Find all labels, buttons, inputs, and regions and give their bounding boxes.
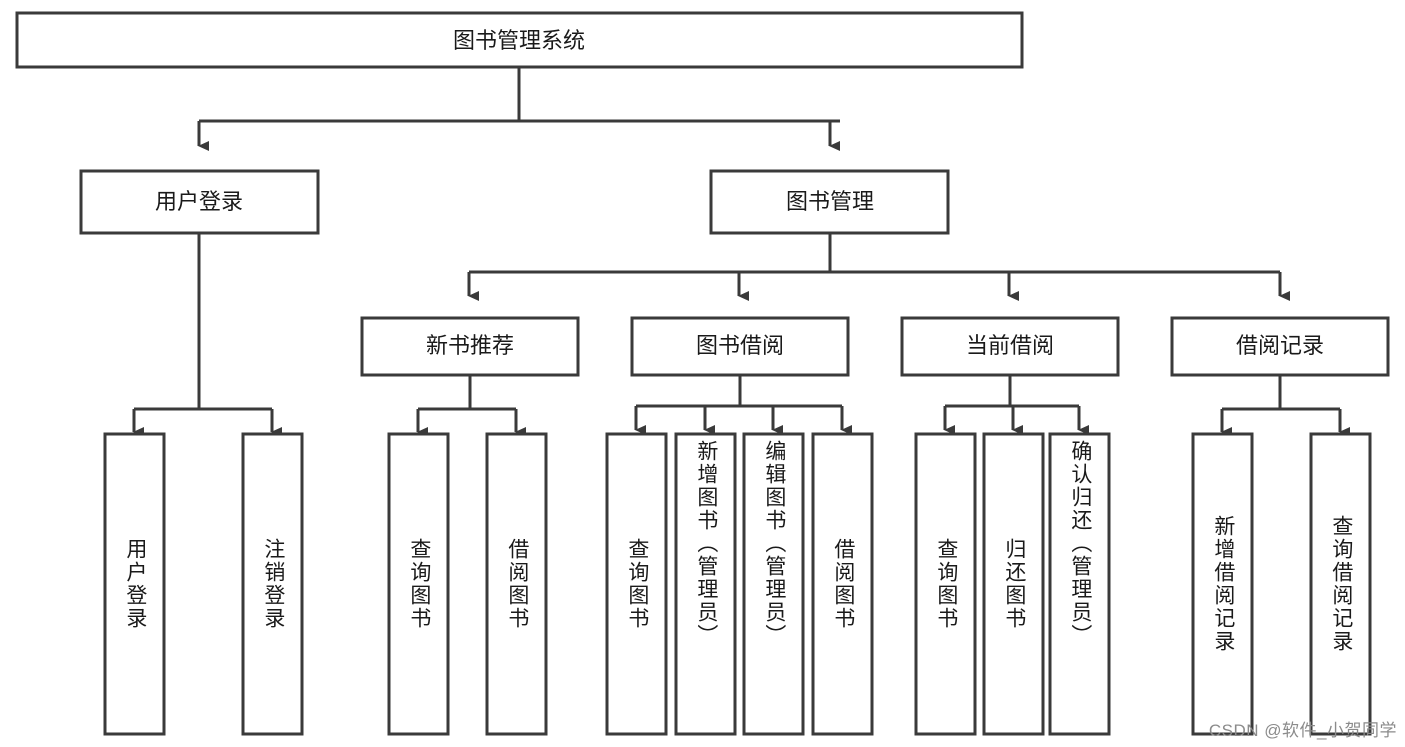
node-user-login-label: 用户登录: [155, 189, 243, 214]
node-borrow-record[interactable]: 借阅记录: [1170, 316, 1390, 377]
node-book-borrow-label: 图书借阅: [696, 333, 784, 358]
leaf-box-book-borrow-0[interactable]: [605, 432, 668, 736]
node-current-borrow-label: 当前借阅: [966, 333, 1054, 358]
node-new-book-recommend[interactable]: 新书推荐: [360, 316, 580, 377]
node-root-label: 图书管理系统: [453, 28, 585, 53]
node-user-login[interactable]: 用户登录: [79, 169, 320, 235]
connector-root-to-level2: [197, 67, 840, 151]
leaf-box-user-login-1[interactable]: [241, 432, 304, 736]
csdn-watermark: CSDN @软件_小贺同学: [1208, 721, 1397, 740]
leaf-box-current-borrow-0[interactable]: [914, 432, 977, 736]
leaf-box-book-borrow-1[interactable]: [674, 432, 737, 736]
node-book-manage-label: 图书管理: [786, 189, 874, 214]
node-borrow-record-box: [1170, 316, 1390, 377]
node-new-book-recommend-box: [360, 316, 580, 377]
leaf-box-new-book-0[interactable]: [387, 432, 450, 736]
node-new-book-recommend-label: 新书推荐: [426, 333, 514, 358]
connector-current-borrow-to-leaves: [943, 375, 1089, 435]
node-book-manage[interactable]: 图书管理: [709, 169, 950, 235]
leaf-box-new-book-1[interactable]: [485, 432, 548, 736]
connector-book-manage-to-level3: [467, 233, 1290, 301]
leaf-box-current-borrow-2[interactable]: [1048, 432, 1111, 736]
node-borrow-record-label: 借阅记录: [1236, 333, 1324, 358]
node-book-manage-box: [709, 169, 950, 235]
leaf-box-book-borrow-3[interactable]: [811, 432, 874, 736]
node-root[interactable]: 图书管理系统: [15, 11, 1024, 69]
node-current-borrow[interactable]: 当前借阅: [900, 316, 1120, 377]
leaf-box-book-borrow-2[interactable]: [742, 432, 805, 736]
leaf-box-borrow-record-1[interactable]: [1309, 432, 1372, 736]
connector-user-login-to-leaves: [132, 233, 282, 437]
connector-borrow-record-to-leaves: [1220, 375, 1350, 437]
leaf-box-borrow-record-0[interactable]: [1191, 432, 1254, 736]
node-book-borrow-box: [630, 316, 850, 377]
leaf-box-current-borrow-1[interactable]: [982, 432, 1045, 736]
connector-new-book-to-leaves: [416, 375, 526, 437]
connector-book-borrow-to-leaves: [634, 375, 852, 435]
node-current-borrow-box: [900, 316, 1120, 377]
leaf-box-user-login-0[interactable]: [103, 432, 166, 736]
node-root-box: [15, 11, 1024, 69]
node-book-borrow[interactable]: 图书借阅: [630, 316, 850, 377]
